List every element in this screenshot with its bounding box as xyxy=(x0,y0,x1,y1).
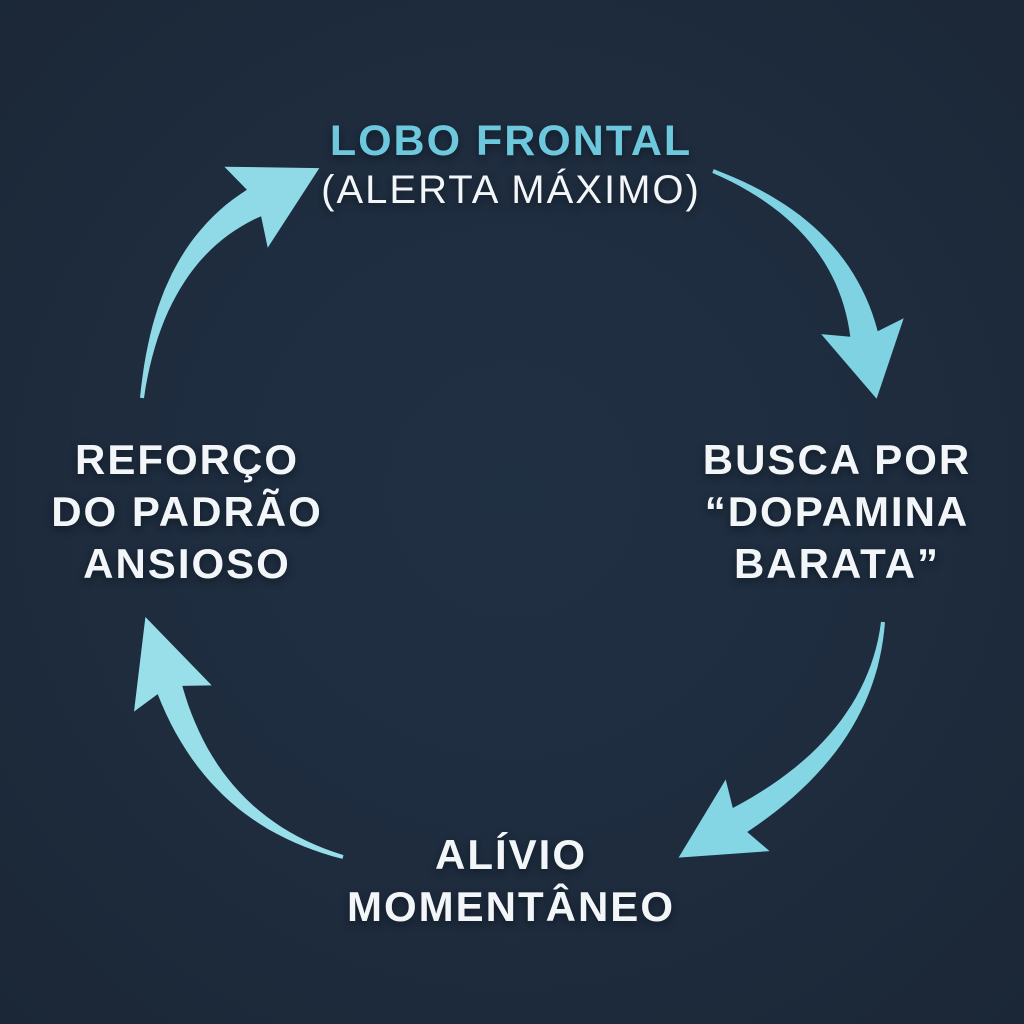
cycle-arrow-top-left xyxy=(140,166,320,399)
node-reforco-line: REFORÇO xyxy=(75,436,299,483)
node-alivio-momentaneo: ALÍVIO MOMENTÂNEO xyxy=(347,829,675,933)
node-alivio-line: ALÍVIO xyxy=(434,831,587,878)
node-lobo-frontal-subtitle: (ALERTA MÁXIMO) xyxy=(321,168,701,212)
cycle-arrow-top-right xyxy=(712,169,904,399)
node-busca-dopamina-barata: BUSCA POR “DOPAMINA BARATA” xyxy=(703,434,971,590)
cycle-arrow-bottom-left xyxy=(134,617,344,859)
node-reforco-line: DO PADRÃO xyxy=(51,488,323,535)
node-reforco-line: ANSIOSO xyxy=(83,540,291,587)
node-alivio-line: MOMENTÂNEO xyxy=(347,883,675,930)
node-reforco-padrao-ansioso: REFORÇO DO PADRÃO ANSIOSO xyxy=(51,434,323,590)
cycle-arrow-bottom-right xyxy=(678,621,885,858)
node-busca-line: “DOPAMINA xyxy=(704,488,970,535)
node-busca-line: BUSCA POR xyxy=(702,436,972,483)
node-busca-line: BARATA” xyxy=(733,540,941,587)
node-lobo-frontal-title: LOBO FRONTAL xyxy=(329,117,693,165)
node-lobo-frontal: LOBO FRONTAL (ALERTA MÁXIMO) xyxy=(321,116,701,214)
